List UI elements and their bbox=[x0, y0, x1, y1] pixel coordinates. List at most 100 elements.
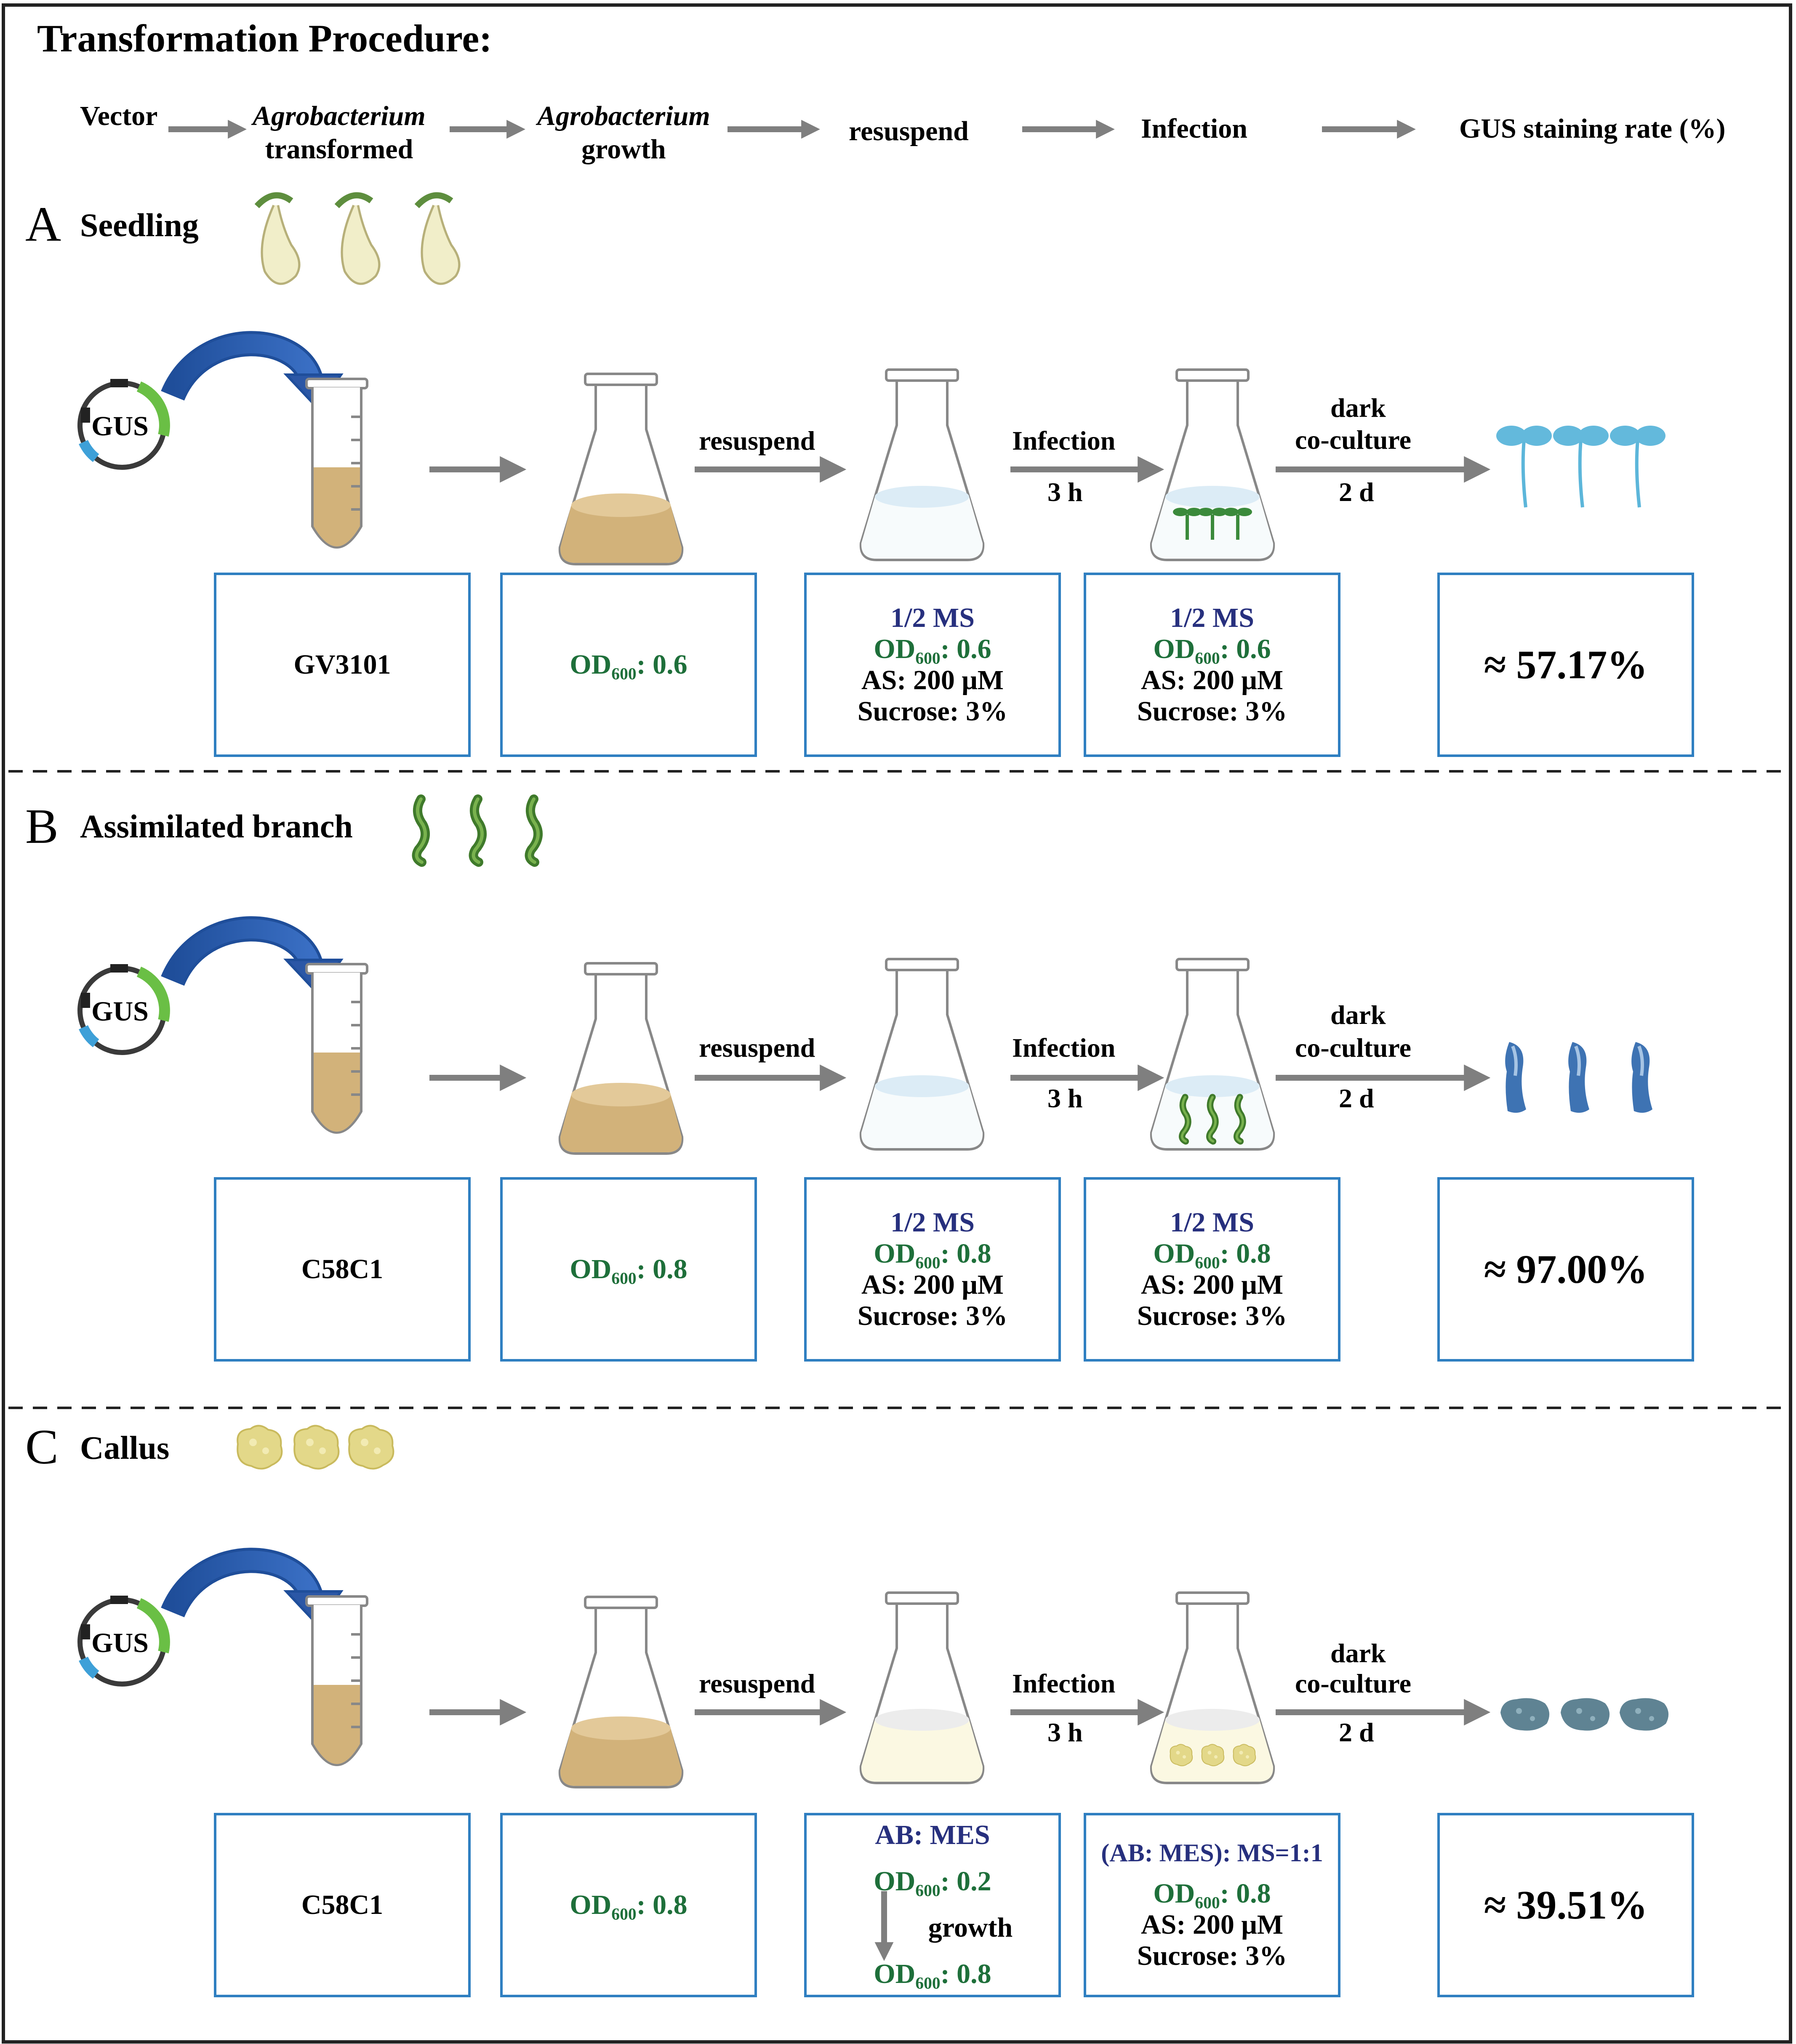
workflow-step-label: transformed bbox=[265, 134, 413, 165]
od-text: OD₆₀₀: 0.2 bbox=[874, 1866, 991, 1897]
od-text: OD₆₀₀: 0.8 bbox=[1153, 1878, 1271, 1909]
resuspend-conditions-box: 1/2 MS OD₆₀₀: 0.8 AS: 200 μM Sucrose: 3% bbox=[804, 1177, 1061, 1362]
strain-box: C58C1 bbox=[214, 1177, 471, 1362]
callus-icon bbox=[293, 1425, 340, 1470]
plasmid-label: GUS bbox=[91, 1628, 149, 1658]
gus-stained-seedling-icon bbox=[1610, 426, 1665, 507]
infection-conditions-box: (AB: MES): MS=1:1 OD₆₀₀: 0.8 AS: 200 μM … bbox=[1084, 1813, 1340, 1997]
workflow-step-vector: Vector bbox=[80, 99, 157, 133]
infection-time-label: 3 h bbox=[1047, 477, 1083, 507]
panel-name-b: Assimilated branch bbox=[80, 808, 353, 845]
infection-flask-icon bbox=[1151, 370, 1274, 560]
branch-icon bbox=[530, 799, 538, 862]
culture-flask-icon bbox=[560, 1597, 682, 1787]
panel-letter-b: B bbox=[25, 799, 59, 854]
workflow-step-label: Vector bbox=[80, 101, 158, 131]
od-text: OD₆₀₀: 0.8 bbox=[874, 1238, 991, 1269]
branch-icon bbox=[417, 799, 426, 862]
infection-conditions-box: 1/2 MS OD₆₀₀: 0.6 AS: 200 μM Sucrose: 3% bbox=[1084, 573, 1340, 757]
plasmid-label: GUS bbox=[91, 996, 149, 1027]
panel-b-graphics bbox=[80, 799, 1652, 1154]
gus-rate-value: ≈ 97.00% bbox=[1484, 1247, 1648, 1292]
infection-time-label: 3 h bbox=[1047, 1083, 1083, 1113]
resuspend-label: resuspend bbox=[699, 1668, 815, 1698]
od-text: OD₆₀₀: 0.8 bbox=[1153, 1238, 1271, 1269]
od-text: OD₆₀₀: 0.6 bbox=[1153, 634, 1271, 665]
resuspend-conditions-box: 1/2 MS OD₆₀₀: 0.6 AS: 200 μM Sucrose: 3% bbox=[804, 573, 1061, 757]
od-text: OD₆₀₀: 0.8 bbox=[874, 1959, 991, 1990]
coculture-label: co-culture bbox=[1295, 425, 1412, 455]
culture-flask-icon bbox=[560, 963, 682, 1154]
coculture-time-label: 2 d bbox=[1339, 477, 1374, 507]
coculture-time-label: 2 d bbox=[1339, 1717, 1374, 1747]
gus-stained-seedling-icon bbox=[1496, 426, 1552, 507]
infection-label: Infection bbox=[1012, 1033, 1116, 1063]
workflow-step-agro-transformed: Agrobacterium transformed bbox=[253, 99, 426, 166]
as-text: AS: 200 μM bbox=[861, 1269, 1004, 1300]
dark-label: dark bbox=[1330, 1000, 1386, 1030]
seedling-icon bbox=[257, 195, 299, 284]
panel-name-c: Callus bbox=[80, 1429, 170, 1466]
callus-icon bbox=[348, 1425, 394, 1470]
medium-text: 1/2 MS bbox=[1170, 602, 1254, 634]
growth-od-box: OD₆₀₀: 0.8 bbox=[500, 1813, 757, 1997]
workflow-step-infection: Infection bbox=[1141, 112, 1247, 145]
workflow-step-label: GUS staining rate (%) bbox=[1459, 113, 1726, 144]
medium-text: (AB: MES): MS=1:1 bbox=[1101, 1839, 1323, 1867]
workflow-step-label: Agrobacterium bbox=[537, 101, 710, 131]
medium-text: AB: MES bbox=[875, 1820, 990, 1850]
sucrose-text: Sucrose: 3% bbox=[1137, 1940, 1287, 1971]
sucrose-text: Sucrose: 3% bbox=[857, 1300, 1008, 1331]
growth-od-value: OD₆₀₀: 0.8 bbox=[570, 1889, 687, 1921]
gus-rate-value: ≈ 39.51% bbox=[1484, 1882, 1648, 1928]
panel-a-graphics bbox=[80, 195, 1665, 564]
culture-flask-icon bbox=[560, 374, 682, 564]
workflow-step-label: growth bbox=[581, 134, 666, 165]
strain-name: C58C1 bbox=[301, 1889, 384, 1921]
infection-label: Infection bbox=[1012, 426, 1116, 456]
gus-stained-callus-icon bbox=[1561, 1698, 1610, 1731]
resuspend-flask-icon bbox=[861, 370, 983, 560]
gus-rate-box: ≈ 57.17% bbox=[1437, 573, 1694, 757]
resuspend-label: resuspend bbox=[699, 426, 815, 456]
plasmid-label: GUS bbox=[91, 411, 149, 442]
coculture-label: co-culture bbox=[1295, 1033, 1412, 1063]
branch-icon bbox=[474, 799, 482, 862]
infection-time-label: 3 h bbox=[1047, 1717, 1083, 1747]
gus-stained-callus-icon bbox=[1620, 1698, 1669, 1731]
panel-c-graphics bbox=[80, 1425, 1669, 1787]
growth-od-value: OD₆₀₀: 0.6 bbox=[570, 649, 687, 680]
panel-letter-c: C bbox=[25, 1419, 59, 1474]
culture-tube-icon bbox=[306, 379, 367, 547]
medium-text: 1/2 MS bbox=[1170, 1207, 1254, 1238]
panel-letter-a: A bbox=[25, 197, 61, 252]
callus-icon bbox=[237, 1425, 283, 1470]
workflow-step-agro-growth: Agrobacterium growth bbox=[537, 99, 710, 166]
gus-rate-box: ≈ 39.51% bbox=[1437, 1813, 1694, 1997]
outer-frame bbox=[2, 3, 1792, 2044]
sucrose-text: Sucrose: 3% bbox=[1137, 696, 1287, 727]
medium-text: 1/2 MS bbox=[890, 602, 975, 634]
growth-text: growth bbox=[928, 1912, 1013, 1943]
gus-stained-branch-icon bbox=[1505, 1042, 1526, 1113]
sucrose-text: Sucrose: 3% bbox=[857, 696, 1008, 727]
growth-od-value: OD₆₀₀: 0.8 bbox=[570, 1254, 687, 1285]
workflow-step-label: Agrobacterium bbox=[253, 101, 426, 131]
growth-od-box: OD₆₀₀: 0.6 bbox=[500, 573, 757, 757]
strain-name: GV3101 bbox=[293, 649, 391, 680]
as-text: AS: 200 μM bbox=[1140, 665, 1284, 696]
infection-label: Infection bbox=[1012, 1668, 1116, 1698]
culture-tube-icon bbox=[306, 964, 367, 1133]
gus-rate-box: ≈ 97.00% bbox=[1437, 1177, 1694, 1362]
strain-box: GV3101 bbox=[214, 573, 471, 757]
resuspend-flask-icon bbox=[861, 959, 983, 1149]
gus-stained-branch-icon bbox=[1631, 1042, 1652, 1113]
sucrose-text: Sucrose: 3% bbox=[1137, 1300, 1287, 1331]
workflow-step-label: resuspend bbox=[849, 116, 969, 147]
growth-od-box: OD₆₀₀: 0.8 bbox=[500, 1177, 757, 1362]
gus-rate-value: ≈ 57.17% bbox=[1484, 642, 1648, 688]
seedling-icon bbox=[417, 195, 459, 284]
gus-stained-callus-icon bbox=[1500, 1698, 1550, 1731]
workflow-step-gus-rate: GUS staining rate (%) bbox=[1459, 112, 1725, 145]
